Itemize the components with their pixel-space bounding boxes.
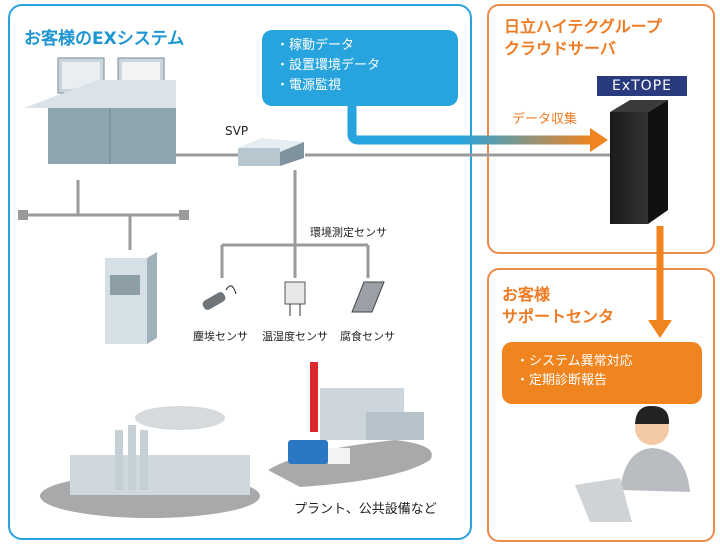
cloud-server-title-line2: クラウドサーバ: [504, 39, 616, 58]
cloud-server-panel: [487, 4, 715, 254]
data-item: ・電源監視: [276, 78, 342, 93]
server-rack-icon: [610, 100, 668, 224]
service-item: ・システム異常対応: [516, 354, 633, 369]
support-center-title-line2: サポートセンタ: [502, 307, 615, 326]
data-flow-arrow: [347, 104, 592, 145]
dust-sensor-label: 塵埃センサ: [193, 330, 248, 343]
extope-logo: ExTOPE: [597, 76, 687, 96]
humidity-sensor-label: 温湿度センサ: [262, 330, 328, 343]
lan-terminator-right: [179, 210, 189, 220]
network-lines: [25, 153, 610, 278]
support-center-title-line1: お客様: [502, 285, 551, 304]
svp-device-icon: [238, 138, 304, 166]
facilities-caption: プラント、公共設備など: [294, 502, 437, 517]
customer-system-panel: [8, 4, 472, 540]
data-flow-arrowhead: [590, 128, 608, 152]
operator-console-icon: [24, 57, 176, 164]
public-facility-icon: [268, 362, 432, 487]
support-arrowhead: [648, 320, 672, 338]
data-item: ・稼動データ: [276, 38, 355, 53]
controller-cabinet-icon: [105, 252, 157, 344]
sensor-group-label: 環境測定センサ: [310, 226, 387, 239]
cloud-server-title-line1: 日立ハイテクグループ: [504, 17, 662, 36]
dust-sensor-icon: [202, 285, 237, 310]
svp-label: SVP: [225, 124, 249, 138]
corrosion-sensor-label: 腐食センサ: [340, 330, 395, 343]
data-item: ・設置環境データ: [276, 58, 381, 73]
support-services-bubble: ・システム異常対応 ・定期診断報告: [502, 342, 702, 404]
lan-terminator-left: [18, 210, 28, 220]
data-collection-label: データ収集: [512, 112, 578, 127]
customer-system-title: お客様のEXシステム: [24, 29, 185, 49]
monitored-data-bubble: ・稼動データ ・設置環境データ ・電源監視: [262, 30, 458, 106]
humidity-sensor-icon: [284, 281, 306, 316]
support-center-title: お客様 サポートセンタ: [502, 284, 614, 328]
service-item: ・定期診断報告: [516, 373, 608, 388]
industrial-plant-icon: [40, 406, 260, 518]
cloud-server-title: 日立ハイテクグループ クラウドサーバ: [504, 16, 662, 60]
support-center-panel: [487, 268, 715, 542]
corrosion-sensor-icon: [351, 281, 385, 313]
support-staff-icon: [575, 405, 690, 522]
